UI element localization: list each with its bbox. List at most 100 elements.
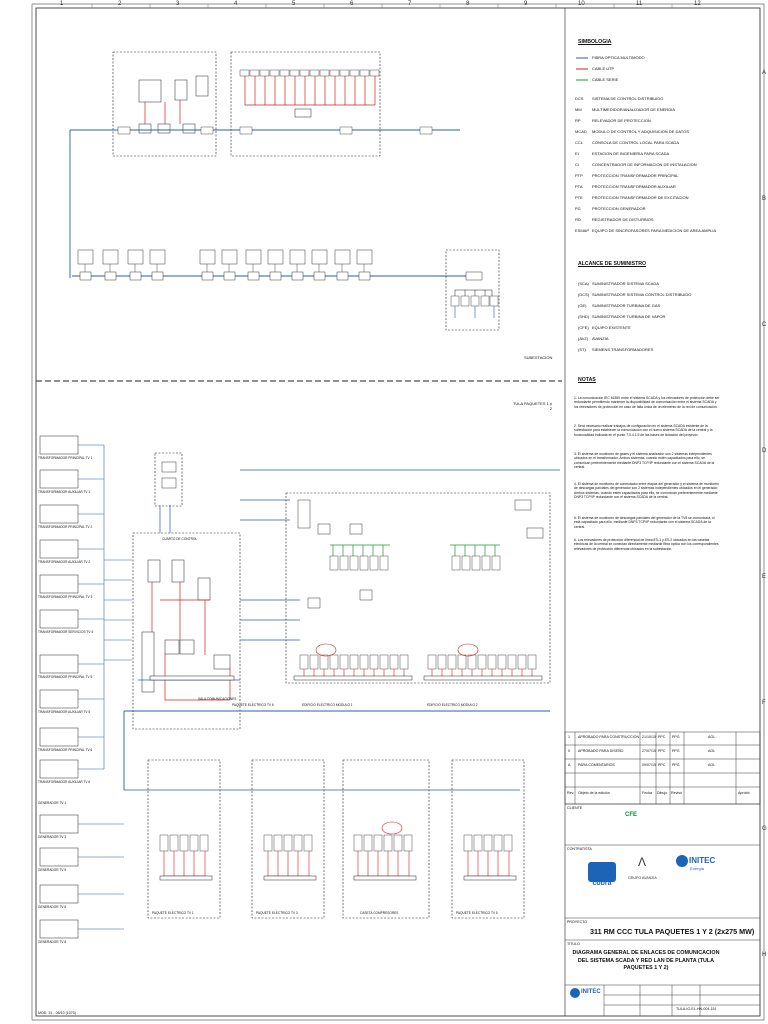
abbr-code: PTA — [575, 184, 583, 189]
scope-code: (ST) — [578, 347, 586, 352]
transformer-label: TRANSFORMADOR PRINCIPAL TV 5 — [38, 675, 93, 679]
note-item: 1. La comunicación IEC 61850 entre el si… — [574, 396, 720, 409]
rev-date: 27/07/15 — [642, 749, 656, 753]
cfe-logo: CFE — [625, 812, 637, 818]
rev-header: Objeto de la edición — [578, 791, 610, 795]
initec-logo-text: INITEC — [689, 856, 716, 865]
transformer-label: TRANSFORMADOR SERVICIOS TV 4 — [38, 630, 94, 634]
abbr-code: MCAD — [575, 129, 587, 134]
grid-column-6: 6 — [350, 1, 354, 7]
cobra-logo-icon — [588, 862, 616, 882]
comm-room-label: SALA COMUNICACIONES — [198, 697, 237, 701]
package-label: PAQUETE ELECTRICO TV 1 — [152, 911, 194, 915]
scope-code: (GE) — [578, 303, 587, 308]
abbr-text: MODULO DE CONTROL Y ADQUISICION DE DATOS — [592, 129, 689, 134]
initec-logo-icon — [676, 855, 688, 867]
grid-row-f: F — [762, 700, 766, 706]
rev-app: AGL — [708, 749, 716, 753]
zone-label-plant: TULA PAQUETES 1 y 2 — [512, 401, 552, 411]
abbr-code: PG — [575, 206, 581, 211]
package-label: EDIFICIO ELECTRICO MODULO 1 — [302, 703, 353, 707]
abbr-text: PROTECCION TRANSFORMADOR DE EXCITACION — [592, 195, 689, 200]
document-number: TULA-IG-EL-HN-004-151 — [676, 1007, 717, 1011]
abbr-text: PROTECCION GENERADOR — [592, 206, 646, 211]
grid-row-h: H — [762, 952, 767, 958]
package-label: EDIFICIO ELECTRICO MODULO 2 — [427, 703, 478, 707]
avanzia-logo-icon: Λ — [638, 855, 647, 869]
rev-by: PPC — [658, 735, 666, 739]
scope-text: SUMINISTRADOR SISTEMA CONTROL DISTRIBUID… — [592, 292, 692, 297]
rev-code: 0 — [568, 749, 570, 753]
generator-label: GENERADOR TV 3 — [38, 835, 67, 839]
scope-text: SIEMENS TRANSFORMADORES — [592, 347, 654, 352]
grid-row-a: A — [762, 70, 767, 76]
abbr-text: REGISTRADOR DE DISTURBIOS — [592, 217, 654, 222]
scope-text: SUMINISTRADOR SISTEMA SCADA — [592, 281, 659, 286]
transformer-label: TRANSFORMADOR PRINCIPAL TV 2 — [38, 525, 93, 529]
abbr-text: CONSOLA DE CONTROL LOCAL PARA SCADA — [592, 140, 679, 145]
initec-footer-logo-text: INITEC — [581, 989, 601, 995]
rev-app: AGL — [708, 763, 716, 767]
grid-column-1: 1 — [60, 1, 64, 7]
transformer-label: TRANSFORMADOR PRINCIPAL TV 1 — [38, 456, 93, 460]
note-item: 2. Será necesario realizar trabajos de c… — [574, 424, 713, 437]
rev-code: A — [568, 763, 571, 767]
initec-logo-subtext: Energía — [690, 866, 705, 871]
rev-by: PPC — [658, 763, 666, 767]
initec-footer-logo: INITEC — [570, 988, 601, 1012]
grid-row-c: C — [762, 322, 767, 328]
rev-code: 1 — [568, 735, 570, 739]
grid-column-9: 9 — [524, 1, 528, 7]
notes-title: NOTAS — [578, 377, 596, 383]
grid-column-5: 5 — [292, 1, 296, 7]
package-label: PAQUETE ELECTRICO TV 5 — [456, 911, 498, 915]
initec-footer-logo-icon — [570, 988, 580, 998]
legend-title: SIMBOLOGIA — [578, 39, 612, 45]
rev-desc: PARA COMENTARIOS — [578, 763, 615, 767]
transformer-label: TRANSFORMADOR PRINCIPAL TV 3 — [38, 595, 93, 599]
abbr-text: RELEVADOR DE PROTECCION — [592, 118, 651, 123]
abbr-text: PROTECCION TRANSFORMADOR PRINCIPAL — [592, 173, 679, 178]
legend-fiber-label: FIBRA OPTICA MULTIMODO — [592, 55, 645, 60]
abbr-text: ESTACION DE INGENIERIA PARA SCADA — [592, 151, 670, 156]
rev-header: Aprobó — [738, 791, 750, 795]
abbr-code: PTP — [575, 173, 583, 178]
rev-header: Rev. — [567, 791, 575, 795]
transformer-label: TRANSFORMADOR AUXILIAR TV 5 — [38, 710, 91, 714]
note-item: 4. El sistema de monitoreo de conmutador… — [574, 482, 719, 500]
scope-code: (CFE) — [578, 325, 589, 330]
rev-date: 09/07/15 — [642, 763, 656, 767]
rev-chk: PPG — [672, 749, 680, 753]
avanzia-logo-text: GRUPO AVANZIA — [628, 876, 657, 880]
abbr-code: EI — [575, 151, 579, 156]
project-label: PROYECTO — [567, 920, 588, 924]
abbr-text: MULTIMEDIDOR/ANALIZADOR DE ENERGIA — [592, 107, 676, 112]
grid-column-7: 7 — [408, 1, 412, 7]
abbr-text: SISTEMA DE CONTROL DISTRIBUIDO — [592, 96, 664, 101]
rev-by: PPC — [658, 749, 666, 753]
zone-label-substation: SUBESTACION — [524, 355, 553, 360]
transformer-label: TRANSFORMADOR AUXILIAR TV 6 — [38, 780, 91, 784]
legend-serial-label: CABLE SERIE — [592, 77, 619, 82]
supply-scope-title: ALCANCE DE SUMINISTRO — [578, 261, 647, 267]
grid-row-e: E — [762, 574, 767, 580]
transformer-label: TRANSFORMADOR PRINCIPAL TV 6 — [38, 748, 93, 752]
package-label: CASETA COMPRESORES — [360, 911, 399, 915]
contractor-label: CONTRATISTA — [567, 847, 592, 851]
grid-row-g: G — [762, 826, 767, 832]
grid-column-12: 12 — [694, 1, 701, 7]
drawing-title: DIAGRAMA GENERAL DE ENLACES DE COMUNICAC… — [572, 950, 720, 972]
rev-chk: PPG — [672, 763, 680, 767]
note-item: 3. El sistema de monitoreo de gases y el… — [574, 452, 715, 470]
abbr-code: RD — [575, 217, 581, 222]
package-label: PAQUETE ELECTRICO TV 6 — [232, 703, 274, 707]
scope-text: SUMINISTRADOR TURBINA DE VAPOR — [592, 314, 666, 319]
scope-text: EQUIPO EXISTENTE — [592, 325, 631, 330]
scope-code: (DCS) — [578, 292, 590, 297]
rev-date: 21/10/15 — [642, 735, 656, 739]
generator-label: GENERADOR TV 6 — [38, 905, 67, 909]
note-item: 5. El sistema de monitoreo de descargas … — [574, 516, 715, 529]
rev-desc: APROBADO PARA CONSTRUCCION — [578, 735, 640, 739]
